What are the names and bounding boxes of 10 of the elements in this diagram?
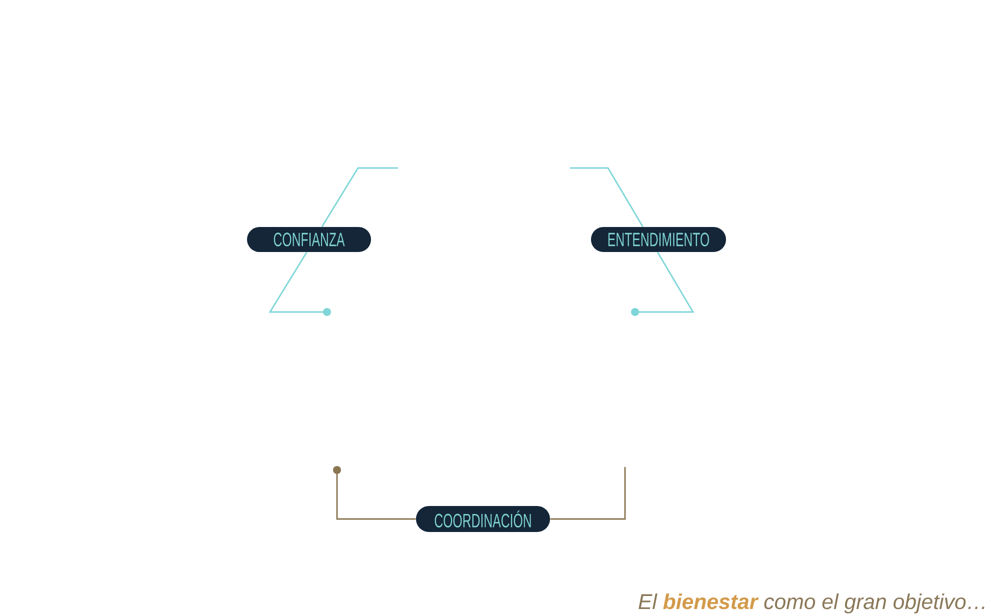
leader-line xyxy=(631,252,694,316)
label-pill: CONFIANZA xyxy=(247,227,371,252)
leader-line xyxy=(570,167,644,228)
label-pill: ENTENDIMIENTO xyxy=(591,227,726,252)
leader-line xyxy=(321,167,398,228)
label-pill: COORDINACIÓN xyxy=(416,506,550,532)
leader-line xyxy=(333,466,416,520)
leader-line xyxy=(268,252,331,316)
leader-line xyxy=(550,467,626,520)
caption-text: El bienestar como el gran objetivo… xyxy=(638,594,984,614)
